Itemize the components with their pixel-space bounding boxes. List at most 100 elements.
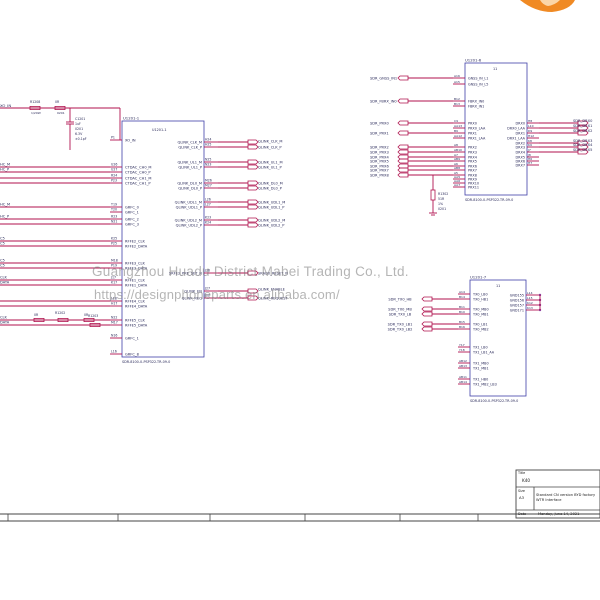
u2-pin-label: PRX0_LAA [468, 126, 486, 130]
u3-net-port [421, 321, 433, 327]
xo-c1-voltage: 6.3V [75, 132, 83, 136]
u3-pin-label: TX1_MB0 [472, 361, 489, 365]
u2-pin-label: DRX6 [516, 159, 525, 163]
u3-pin-label: TX0_MB1 [472, 312, 489, 316]
u1-pin-label: GRFC_2 [125, 217, 139, 221]
u2-value: 11 [493, 67, 497, 71]
u2-pin-number: L10 [528, 124, 534, 128]
u3-pin-number: B15 [459, 320, 465, 324]
u3-pin-number: L14 [527, 291, 533, 295]
u2-ref: U1201-6 [465, 58, 482, 63]
u2-pin-number: AA7 [454, 183, 460, 187]
u1-part-number: SDR-8100-0-PSP322-TR-09-0 [122, 360, 170, 364]
u1-pin-number: K23 [205, 216, 211, 220]
u3-pin-number: B11 [459, 305, 465, 309]
u2-pin-label: GNSS_IN_L5 [468, 82, 488, 86]
u2-net-port [577, 149, 589, 155]
u1-pin-label: RFFE1_DATA [125, 283, 148, 287]
u1-value: U1201-1 [152, 128, 167, 132]
u3-pin-label: TX0_LB1 [472, 322, 488, 326]
u2-pin-label: PRX7 [468, 168, 477, 172]
u2-net-port [397, 98, 409, 104]
u2-net-port [577, 130, 589, 136]
u2-pin-number: AB10 [454, 148, 462, 152]
qlink-net-port [247, 185, 259, 191]
u2-pin-label: DRX3 [516, 145, 525, 149]
xo-r1-ref: R1208 [30, 100, 40, 104]
u3-net-name: SDR_TX0_LB1 [388, 322, 413, 326]
size-label: Size [518, 489, 525, 493]
watermark-company: Guangzhou Huadu District Mabei Trading C… [92, 264, 409, 279]
u1-pin-label: RFFE3_CLK [125, 261, 145, 265]
u2-pin-number: A8 [454, 143, 458, 147]
resistor-ref: R1202 [55, 311, 65, 315]
u1-pin-label: RFFE4_CLK [125, 299, 145, 303]
u2-net-name: SDR_DRX4 [573, 143, 593, 147]
resistor-ref: R1203 [88, 314, 98, 318]
u2-resistor-tol: 1% [438, 202, 443, 206]
u2-net-port [397, 167, 409, 173]
xo-r2-note: 0201 [57, 111, 65, 115]
u1-pin-number: U26 [111, 163, 117, 167]
u2-net-port [577, 120, 589, 126]
left-net-name: CLK [0, 315, 8, 319]
u2-net-name: SDR_PRX3 [370, 150, 389, 154]
u2-pin-label: PRX9 [468, 177, 477, 181]
u1-pin-label: CTDAC_CH1_M [125, 176, 152, 180]
qlink-net-port [247, 270, 259, 276]
u2-net-port [397, 75, 409, 81]
resistor-value: 0R [34, 313, 39, 317]
u2-pin-number: AA6 [454, 179, 460, 183]
u2-pin-number: A16 [454, 74, 460, 78]
u1-pin-label: QLINK_EN [184, 289, 202, 293]
u1-pin-label: RFFE2_DATA [125, 244, 148, 248]
left-net-name: DATA [0, 320, 10, 324]
u2-pin-label: FBRX_IN0 [468, 99, 484, 103]
u3-net-port [421, 311, 433, 317]
u2-resistor-pkg: 0201 [438, 207, 446, 211]
u1-pin-label: RFFE3_DATA [125, 266, 148, 270]
u2-net-name: SDR_PRX0 [370, 121, 389, 125]
qlink-net-name: QLINK_ENABLE [258, 287, 286, 291]
u2-net-name: SDR_GNSS_IN1 [370, 76, 397, 80]
u1-pin-label: QLINK_DL0_M [177, 181, 202, 185]
u2-pin-number: A5 [454, 171, 458, 175]
u3-pin-label: TX1_MB1 [472, 366, 489, 370]
qlink-net-name: QLINK_CLK_M [258, 139, 283, 143]
u1-pin-label: XO_IN [125, 138, 136, 142]
left-net-name: HC_M [0, 202, 10, 206]
u2-net-name: SDR_PRX5 [370, 159, 389, 163]
u2-net-port [397, 172, 409, 178]
u1-pin-number: L27 [205, 203, 211, 207]
u3-pin-number: AB12 [459, 359, 467, 363]
u1-pin-number: J22 [204, 294, 210, 298]
u2-net-port [397, 130, 409, 136]
u2-pin-label: PRX6 [468, 164, 477, 168]
u1-pin-number: M18 [111, 259, 118, 263]
u3-pin-label: GND171 [510, 308, 524, 312]
u1-pin-number: J27 [204, 287, 210, 291]
u1-pin-label: SRFE2_PRE_SET_N [169, 271, 202, 275]
u1-pin-label: RFFE5_DATA [125, 323, 148, 327]
u1-body [121, 120, 205, 358]
u1-pin-number: J26 [204, 269, 210, 273]
u1-ref: U1201-1 [123, 116, 140, 121]
u1-pin-number: N16 [111, 334, 117, 338]
u2-resistor [430, 189, 436, 201]
left-net-name: CLK [0, 275, 8, 279]
u1-pin-number: L16 [111, 350, 117, 354]
u3-ref: U1201-7 [470, 275, 487, 280]
qlink-net-port [247, 295, 259, 301]
u1-pin-number: U27 [111, 168, 117, 172]
u1-pin-number: T20 [110, 208, 117, 212]
schematic-drawing: U1201-1U1201-1SDR-8100-0-PSP322-TR-09-0X… [0, 58, 600, 522]
u2-net-port [397, 163, 409, 169]
u2-pin-number: B13 [454, 102, 460, 106]
u1-pin-number: P19 [111, 264, 117, 268]
resistor-r-a [33, 317, 45, 322]
left-net-name: HC_M [0, 162, 10, 166]
u1-pin-number: K25 [111, 237, 117, 241]
qlink-net-port [247, 159, 259, 165]
u1-pin-label: CTDAC_CH1_P [125, 181, 151, 185]
